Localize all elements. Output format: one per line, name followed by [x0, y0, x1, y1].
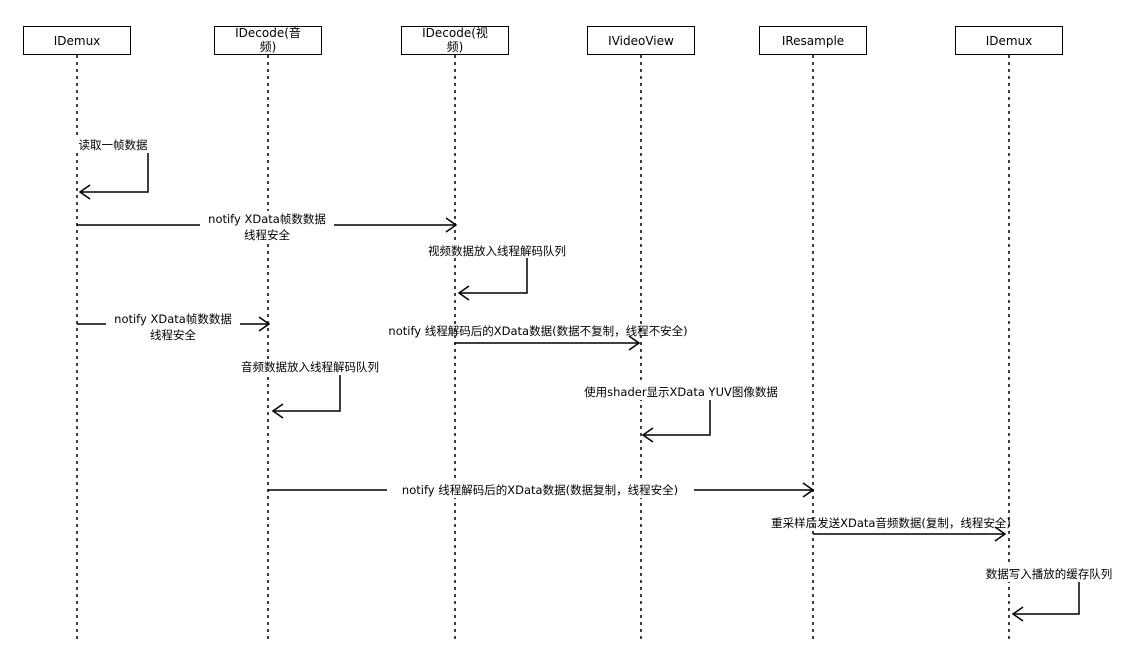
arrow-head [457, 285, 470, 301]
participant-label: IDemux [986, 34, 1033, 48]
message-label: notify 线程解码后的XData数据(数据复制，线程安全) [402, 483, 678, 497]
message-audio-queue: 音频数据放入线程解码队列 [230, 359, 390, 419]
message-label: 重采样后发送XData音频数据(复制，线程安全) [771, 516, 1011, 530]
message-notify-video: notify XData帧数数据 线程安全 [77, 211, 458, 242]
arrow-head [78, 184, 91, 200]
participant-label: IResample [782, 34, 844, 48]
self-arrow-line [459, 252, 528, 294]
self-arrow-line [1013, 575, 1080, 615]
self-arrow-line [273, 374, 341, 412]
message-label: notify XData帧数数据 [114, 312, 232, 326]
message-notify-audio: notify XData帧数数据 线程安全 [77, 310, 271, 342]
participant-demux2: IDemux [955, 26, 1063, 55]
message-label: 数据写入播放的缓存队列 [986, 567, 1113, 581]
arrow-head [445, 217, 458, 233]
arrow-head [271, 403, 284, 419]
participant-demux1: IDemux [23, 26, 131, 55]
participant-label: IDecode(视 [422, 25, 488, 40]
self-arrow-line [643, 400, 711, 436]
arrow-head [802, 482, 815, 498]
arrow-head [258, 316, 271, 332]
arrow-head [641, 427, 654, 443]
participant-vdecode: IDecode(视 频) [401, 25, 509, 55]
participant-label: 频) [447, 40, 464, 54]
message-label: 音频数据放入线程解码队列 [241, 360, 379, 374]
participant-label: 频) [260, 40, 277, 54]
participant-label: IDecode(音 [235, 25, 301, 40]
participant-label: IDemux [54, 34, 101, 48]
message-label: notify XData帧数数据 [208, 212, 326, 226]
message-notify-view: notify 线程解码后的XData数据(数据不复制，线程不安全) [388, 324, 688, 351]
message-label: 线程安全 [244, 228, 290, 242]
message-label: notify 线程解码后的XData数据(数据不复制，线程不安全) [388, 324, 687, 338]
message-send-audio: 重采样后发送XData音频数据(复制，线程安全) [771, 516, 1011, 542]
message-label: 线程安全 [150, 328, 196, 342]
participant-adecode: IDecode(音 频) [214, 25, 322, 55]
message-shader-show: 使用shader显示XData YUV图像数据 [573, 384, 789, 443]
message-notify-resample: notify 线程解码后的XData数据(数据复制，线程安全) [268, 482, 815, 498]
arrow-head [994, 526, 1007, 542]
message-label: 视频数据放入线程解码队列 [428, 244, 566, 258]
participant-videoview: IVideoView [587, 26, 695, 55]
arrow-head [628, 335, 641, 351]
message-label: 读取一帧数据 [79, 138, 148, 152]
participant-resample: IResample [759, 26, 867, 55]
arrow-head [1011, 606, 1024, 622]
message-read-frame: 读取一帧数据 [73, 137, 155, 200]
message-label: 使用shader显示XData YUV图像数据 [584, 385, 778, 399]
message-video-queue: 视频数据放入线程解码队列 [417, 242, 577, 301]
message-write-buffer: 数据写入播放的缓存队列 [978, 566, 1121, 622]
participant-label: IVideoView [608, 34, 674, 48]
